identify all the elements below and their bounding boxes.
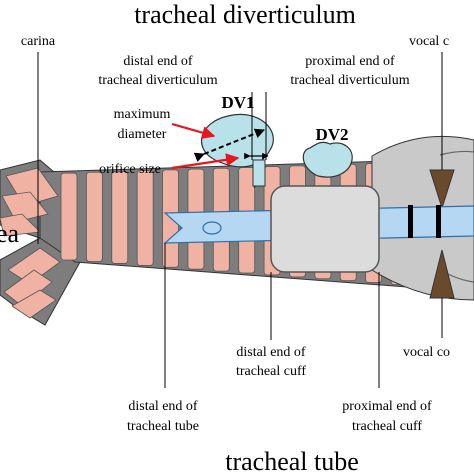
red-arrow-diameter bbox=[171, 122, 216, 140]
bronchus-ring bbox=[0, 213, 41, 237]
proximal-cuff-label-1: proximal end of bbox=[342, 399, 432, 414]
cartilage-ring bbox=[85, 171, 103, 262]
cartilage-ring bbox=[60, 172, 78, 261]
vocal-cord-label-bottom: vocal co bbox=[403, 345, 450, 360]
bronchus-cartilage-rings bbox=[0, 167, 61, 319]
proximal-div-label-1: proximal end of bbox=[305, 54, 395, 69]
distal-cuff-label-1: distal end of bbox=[236, 345, 306, 360]
cartilage-ring bbox=[136, 170, 154, 266]
distal-div-label-1: distal end of bbox=[123, 54, 193, 69]
proximal-cuff-label-2: tracheal cuff bbox=[352, 419, 422, 434]
murphy-eye bbox=[202, 221, 222, 235]
dv1-label: DV1 bbox=[221, 93, 254, 112]
max-diameter-label-1: maximum bbox=[114, 107, 171, 122]
leader-lines bbox=[37, 52, 443, 388]
vocal-cord-label-top: vocal c bbox=[409, 34, 449, 49]
tracheal-cuff bbox=[270, 185, 380, 273]
dv1-orifice-neck bbox=[252, 159, 266, 187]
cartilage-ring bbox=[111, 171, 129, 264]
max-diameter-label-2: diameter bbox=[118, 127, 167, 142]
bronchus-ring bbox=[11, 289, 57, 319]
distal-cuff-label-2: tracheal cuff bbox=[236, 364, 306, 379]
dv2-label: DV2 bbox=[315, 125, 348, 144]
tube-depth-mark-1 bbox=[408, 205, 413, 238]
red-arrow-orifice bbox=[171, 153, 240, 170]
title-bottom: tracheal tube bbox=[225, 447, 359, 474]
title-top: tracheal diverticulum bbox=[134, 0, 356, 29]
distal-tube-label-1: distal end of bbox=[128, 399, 198, 414]
tube-depth-mark-2 bbox=[436, 205, 441, 238]
bronchus-ring bbox=[1, 191, 49, 223]
proximal-div-label-2: tracheal diverticulum bbox=[290, 73, 409, 88]
carina-label: carina bbox=[21, 34, 56, 49]
orifice-label: orifice size bbox=[99, 162, 161, 177]
distal-tube-label-2: tracheal tube bbox=[127, 419, 199, 434]
max-diameter-arrow bbox=[193, 128, 265, 162]
distal-div-label-2: tracheal diverticulum bbox=[98, 73, 217, 88]
diverticulum-dv2 bbox=[302, 141, 353, 178]
bronchus-ring bbox=[3, 269, 53, 307]
trachea-label: ea bbox=[0, 219, 20, 248]
